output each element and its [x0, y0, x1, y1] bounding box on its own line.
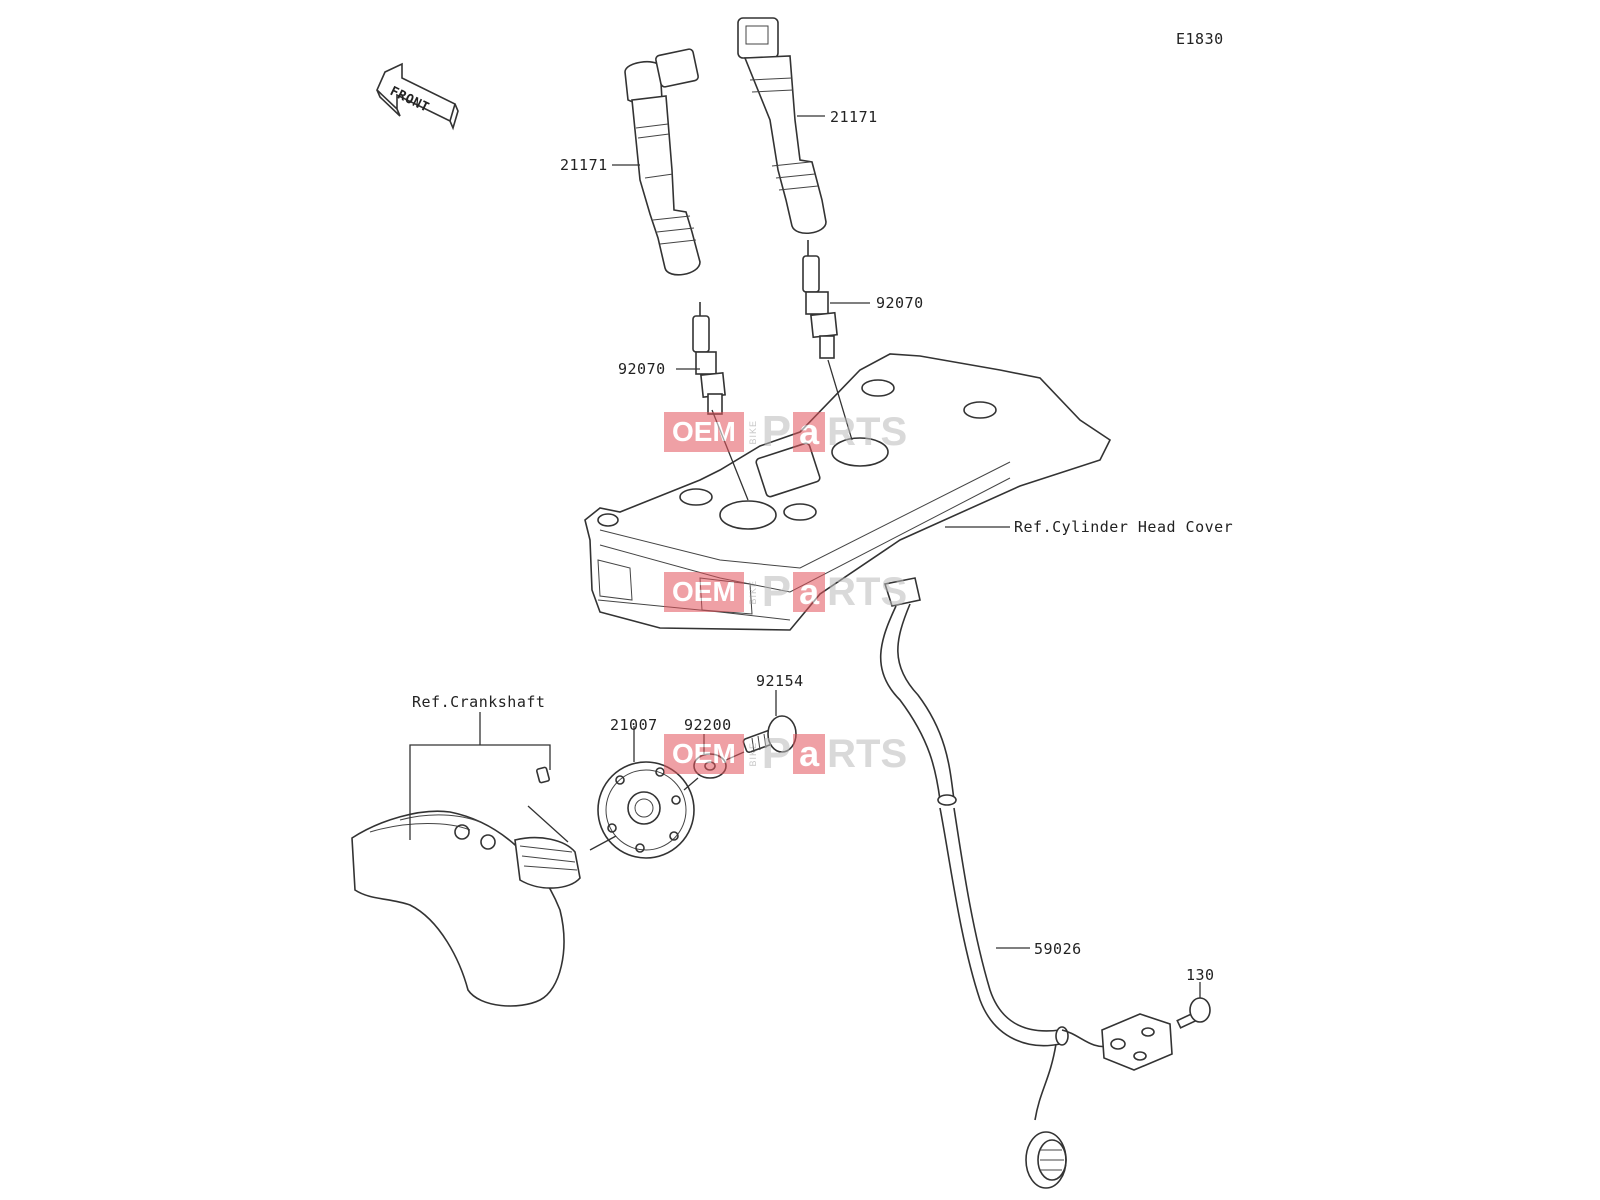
label-coil-left[interactable]: 21171	[560, 156, 608, 174]
timing-rotor[interactable]	[597, 761, 695, 859]
spark-plug-right[interactable]	[802, 240, 838, 359]
label-coil-right[interactable]: 21171	[830, 108, 878, 126]
label-rotor[interactable]: 21007	[610, 716, 658, 734]
front-arrow-icon	[376, 62, 459, 131]
diagram-code: E1830	[1176, 30, 1224, 48]
label-plug-right[interactable]: 92070	[876, 294, 924, 312]
label-washer[interactable]: 92200	[684, 716, 732, 734]
label-wire-lead[interactable]: 59026	[1034, 940, 1082, 958]
label-head-cover-ref[interactable]: Ref.Cylinder Head Cover	[1014, 518, 1234, 536]
ignition-coil-right[interactable]	[737, 17, 827, 234]
label-crankshaft-ref[interactable]: Ref.Crankshaft	[412, 693, 546, 711]
label-screw[interactable]: 130	[1186, 966, 1215, 984]
washer[interactable]	[693, 753, 727, 779]
ignition-coil-left[interactable]	[624, 48, 701, 276]
cylinder-head-cover[interactable]	[584, 353, 1112, 631]
screw[interactable]	[1176, 997, 1211, 1029]
label-plug-left[interactable]: 92070	[618, 360, 666, 378]
spark-plug-left[interactable]	[692, 302, 726, 415]
sensor-lead[interactable]	[879, 577, 1173, 1189]
bolt[interactable]	[742, 715, 797, 754]
label-bolt[interactable]: 92154	[756, 672, 804, 690]
crankshaft-ref	[351, 766, 581, 1007]
